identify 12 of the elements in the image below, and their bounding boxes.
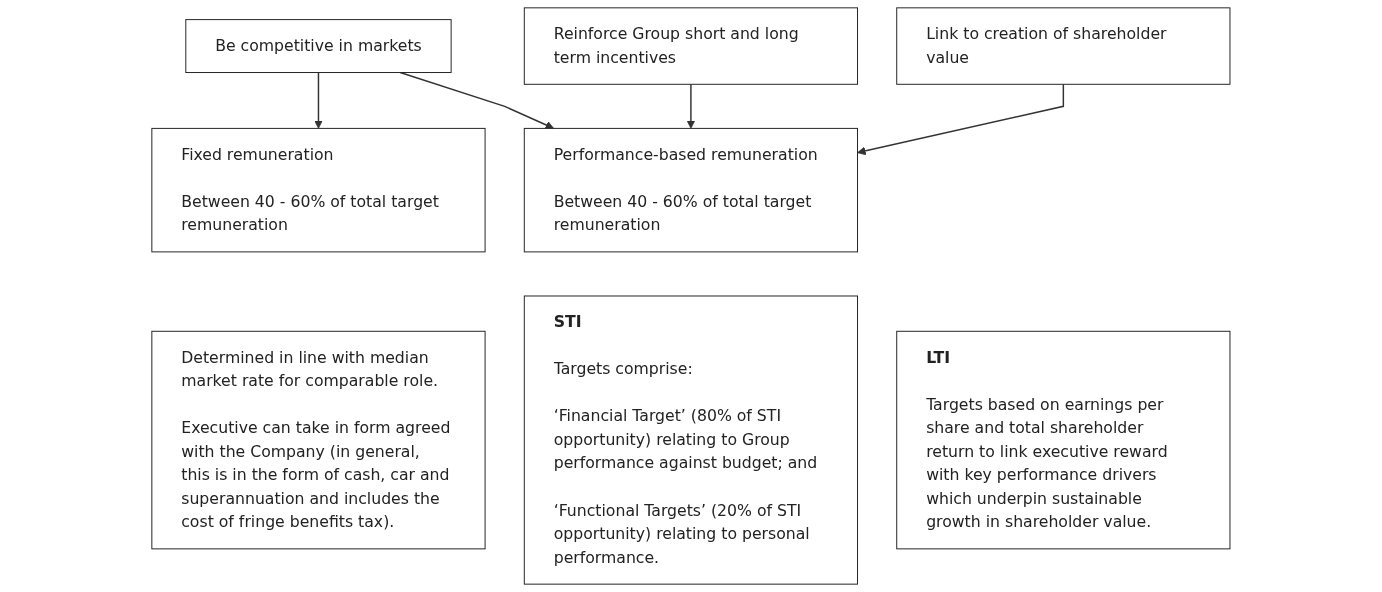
node-box: Be competitive in markets — [185, 19, 452, 73]
arrow — [314, 71, 323, 129]
arrow — [399, 71, 555, 130]
node-box: Reinforce Group short and long term incentives — [523, 7, 859, 85]
node-box: Determined in line with median market rate for comparable role. Executive can take in form agreed with the Company (in general, this is in the form of cash, car and superannuation and includes the cost of fringe benefits tax). — [151, 330, 486, 550]
arrow — [857, 83, 1065, 156]
node-box: Fixed remuneration Between 40 - 60% of total target remuneration — [151, 127, 486, 253]
node-box: LTI Targets based on earnings per share and total shareholder return to link executive reward with key performance drivers which underpin sustainable growth in shareholder value. — [896, 330, 1231, 550]
node-box: Link to creation of shareholder value — [896, 7, 1231, 85]
arrow — [686, 83, 696, 129]
node-box: STI Targets comprise: ‘Financial Target’ (80% of STI opportunity) relating to Group performance against budget; and ‘Functional Targets’ (20% of STI opportunity) relating to personal performance. — [523, 295, 859, 585]
node-box: Performance-based remuneration Between 40 - 60% of total target remuneration — [523, 127, 859, 253]
